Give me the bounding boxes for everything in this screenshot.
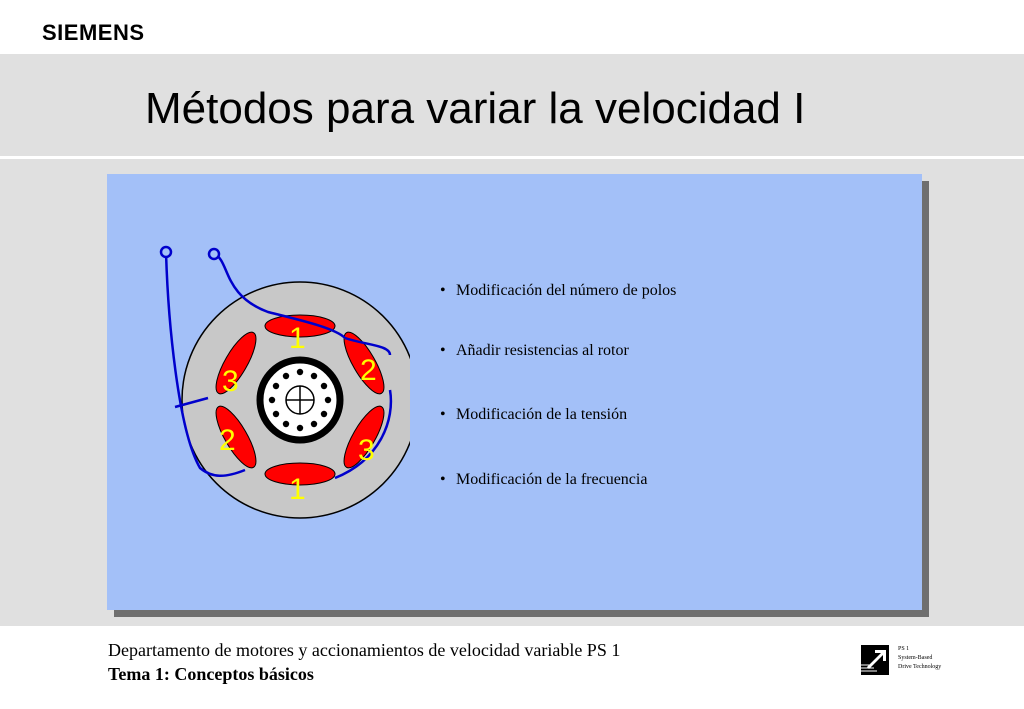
page-title: Métodos para variar la velocidad I (145, 84, 806, 133)
bullet-icon: • (440, 342, 446, 359)
bullet-icon: • (440, 282, 446, 299)
list-item: • Modificación de la tensión (440, 406, 627, 424)
title-divider (0, 156, 1024, 159)
pole-3-left (215, 331, 257, 395)
list-item-text: Añadir resistencias al rotor (456, 342, 629, 359)
pole-2-right (343, 331, 385, 395)
list-item-text: Modificación de la frecuencia (456, 471, 648, 488)
pole-label-1-bottom: 1 (289, 473, 306, 506)
winding-wires (164, 251, 393, 480)
list-item-text: Modificación del número de polos (456, 282, 677, 299)
pole-2-left (215, 405, 257, 469)
arrow-logo-icon (861, 645, 889, 675)
shaft-icon (285, 385, 315, 415)
pole-label-3-left: 3 (222, 365, 239, 398)
wire-terminals (159, 245, 221, 261)
pole-label-3-right: 3 (358, 434, 375, 467)
logo-caption: PS 1 System-Based Drive Technology (898, 645, 941, 672)
pole-label-2-left: 2 (219, 424, 236, 457)
pole-label-1-top: 1 (289, 322, 306, 355)
logo-line: Drive Technology (898, 664, 942, 670)
footer-topic: Tema 1: Conceptos básicos (108, 664, 314, 684)
motor-diagram: 1 2 3 1 2 3 (159, 245, 410, 519)
pole-3-right (343, 405, 385, 469)
rotor-bars (268, 368, 332, 432)
list-item: • Añadir resistencias al rotor (440, 342, 629, 360)
bullet-icon: • (440, 406, 446, 423)
logo-line: PS 1 (898, 646, 910, 652)
logo-line: System-Based (898, 655, 933, 661)
pole-1-bottom (264, 462, 336, 486)
footer-department: Departamento de motores y accionamientos… (108, 640, 621, 660)
list-item: • Modificación del número de polos (440, 282, 676, 300)
pole-label-2-right: 2 (360, 354, 377, 387)
siemens-logo-text: SIEMENS (42, 20, 145, 45)
list-item-text: Modificación de la tensión (456, 406, 628, 423)
pole-1-top (264, 314, 336, 338)
bullet-icon: • (440, 471, 446, 488)
list-item: • Modificación de la frecuencia (440, 471, 647, 489)
